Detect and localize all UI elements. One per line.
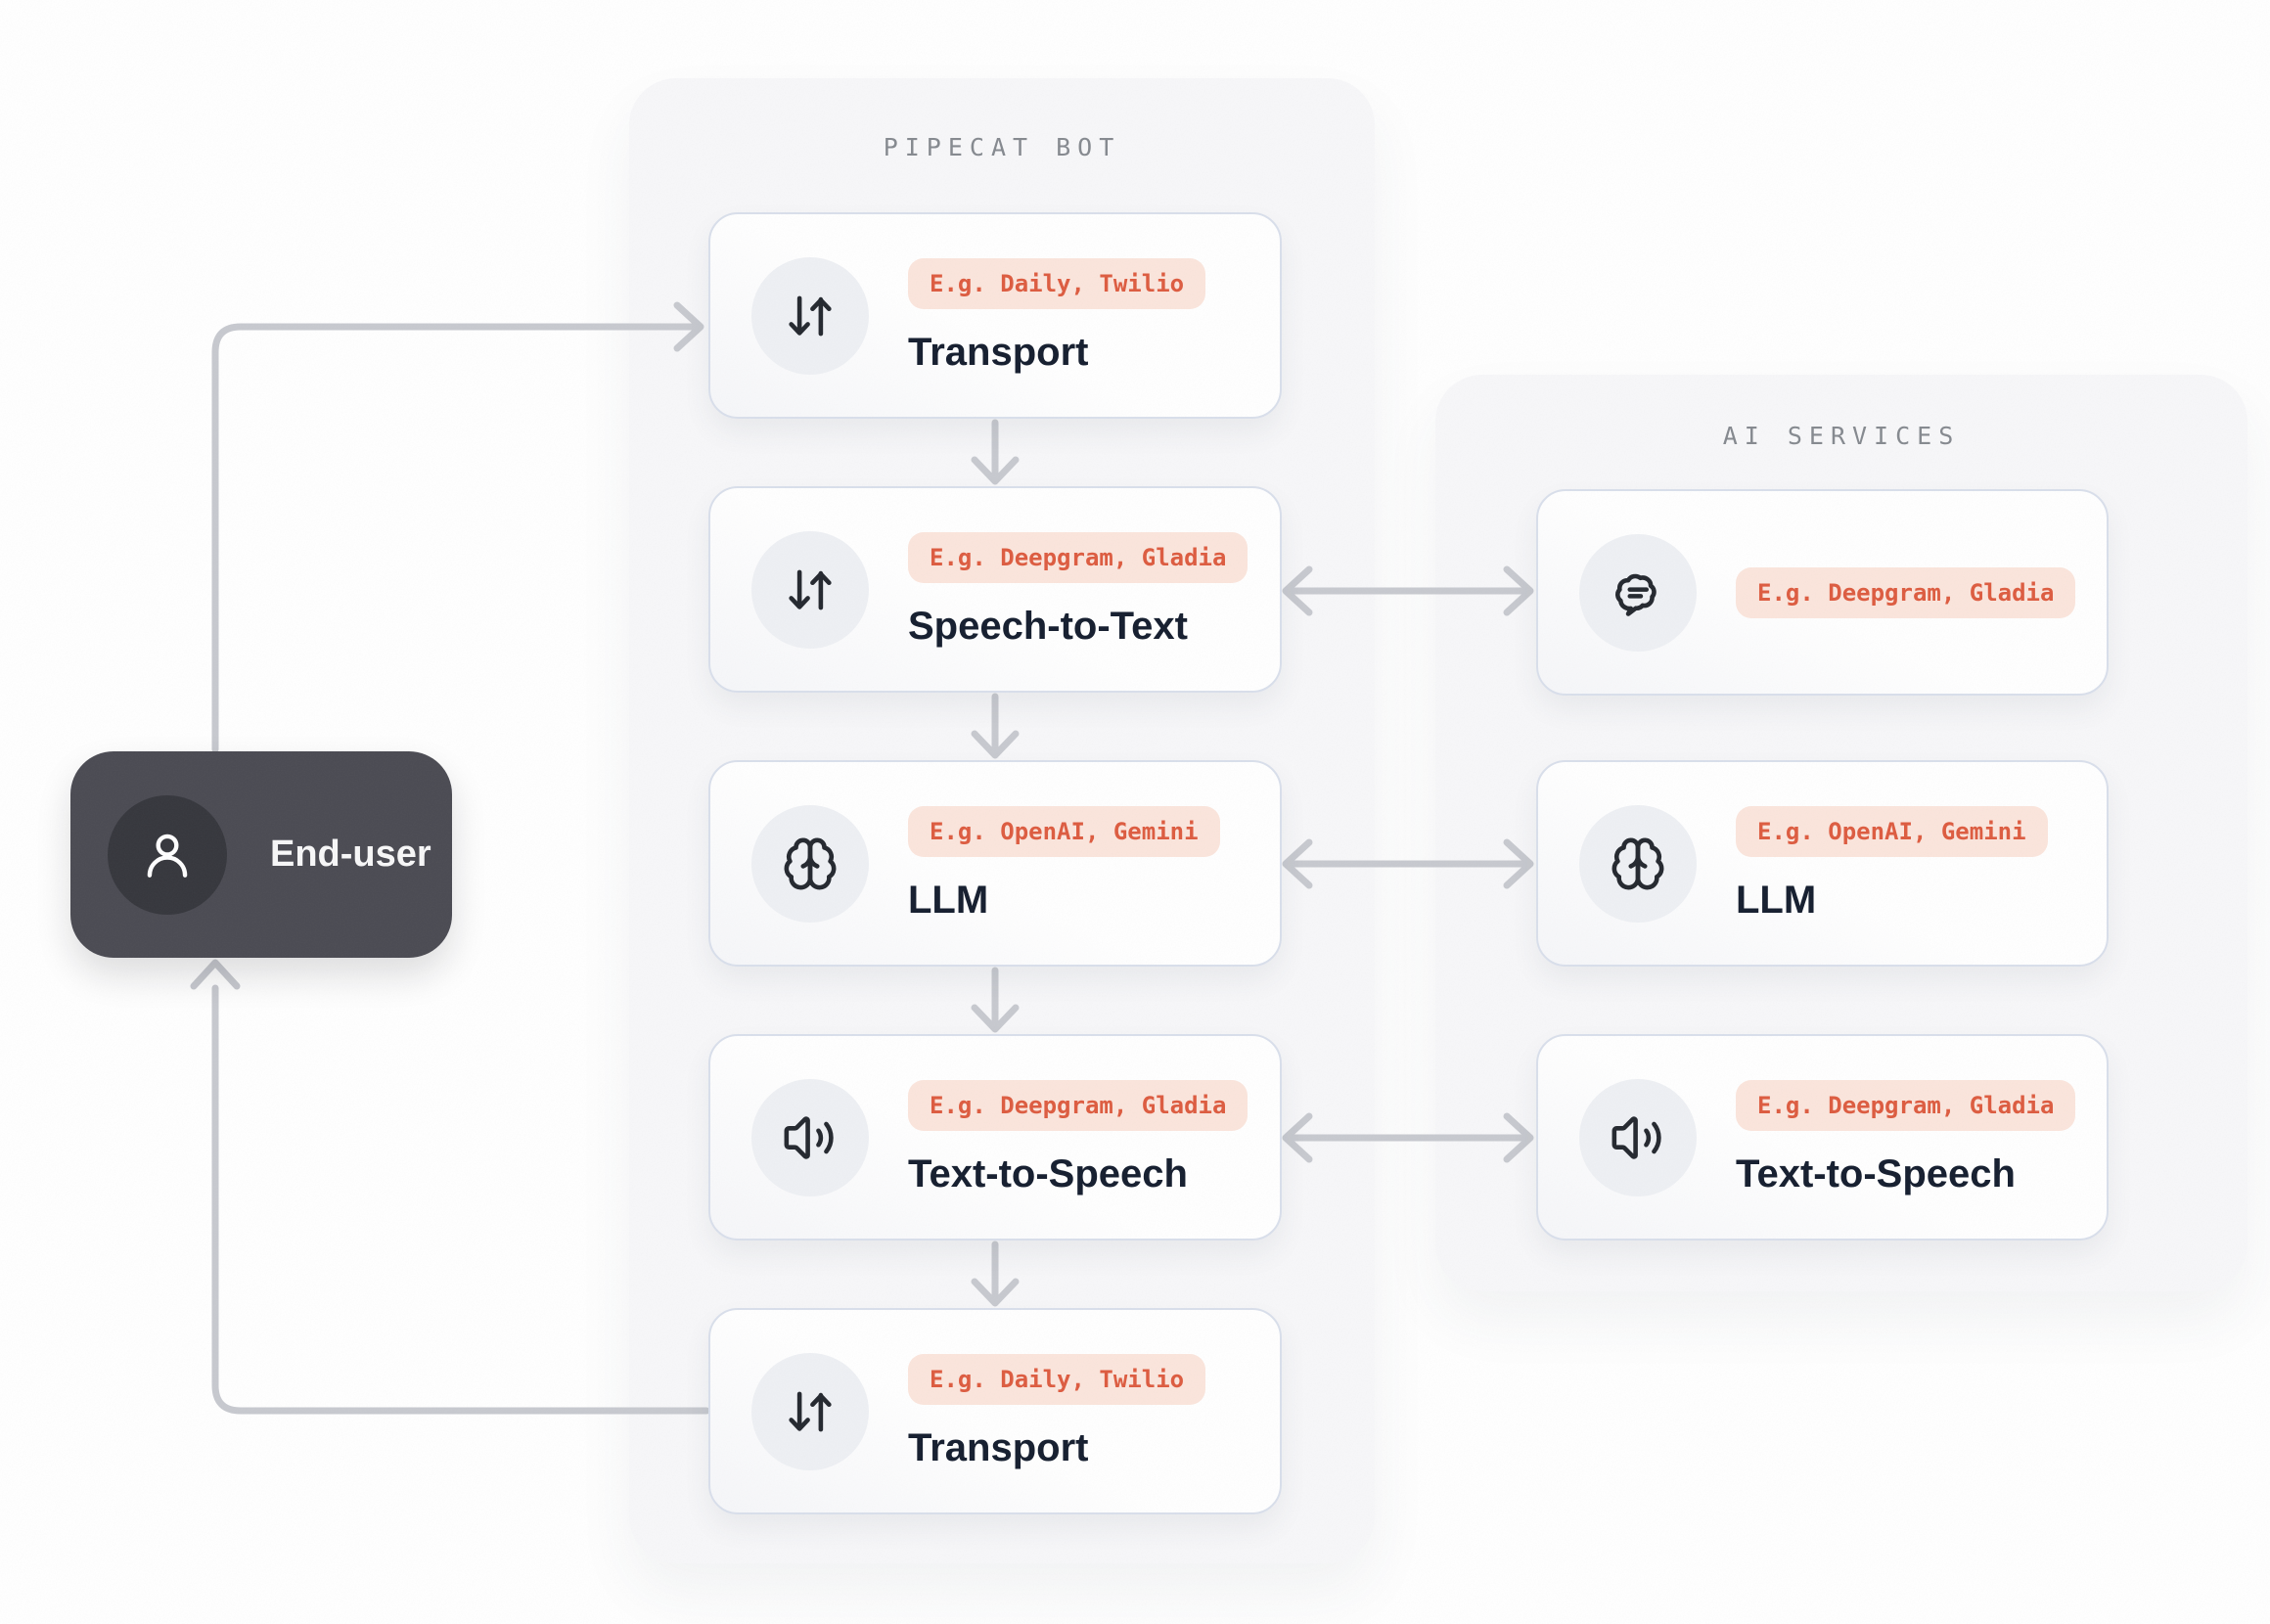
card-title: LLM	[908, 878, 989, 922]
card-title: LLM	[1736, 878, 1817, 922]
provider-badge: E.g. Deepgram, Gladia	[908, 531, 1248, 583]
transport-arrows-glyph	[789, 1391, 832, 1431]
transport-arrows-icon	[751, 1352, 869, 1470]
transport-arrows-icon	[751, 530, 869, 649]
card-title: Text-to-Speech	[1736, 1151, 2016, 1195]
card-title: Transport	[908, 330, 1089, 374]
end-user-label: End-user	[270, 834, 431, 875]
pipeline-arrow-tts-to-transport	[971, 1241, 1020, 1307]
transport-to-user-arrowhead	[190, 959, 241, 990]
pipeline-card-speech-to-text: E.g. Deepgram, Gladia Speech-to-Text	[708, 486, 1282, 693]
service-card-llm: E.g. OpenAI, Gemini LLM	[1536, 760, 2109, 967]
speaker-icon	[751, 1078, 869, 1196]
card-title: Transport	[908, 1425, 1089, 1469]
provider-badge: E.g. Deepgram, Gladia	[908, 1079, 1248, 1131]
user-icon-glyph	[147, 834, 188, 878]
tts-service-double-arrow	[1282, 1112, 1534, 1163]
pipeline-arrow-llm-to-tts	[971, 967, 1020, 1033]
provider-badge: E.g. Daily, Twilio	[908, 257, 1206, 309]
brain-icon	[1579, 804, 1697, 923]
speaker-glyph	[1612, 1115, 1661, 1159]
end-user-node: End-user	[70, 751, 452, 958]
brain-glyph	[784, 837, 837, 889]
provider-badge: E.g. Daily, Twilio	[908, 1353, 1206, 1405]
transport-arrows-icon	[751, 256, 869, 375]
provider-badge: E.g. OpenAI, Gemini	[1736, 805, 2048, 857]
card-title: Speech-to-Text	[908, 604, 1188, 648]
transport-arrows-glyph	[789, 569, 832, 609]
pipeline-card-llm: E.g. OpenAI, Gemini LLM	[708, 760, 1282, 967]
speech-bubble-icon	[1579, 533, 1697, 652]
pipeline-card-text-to-speech: E.g. Deepgram, Gladia Text-to-Speech	[708, 1034, 1282, 1241]
speaker-icon	[1579, 1078, 1697, 1196]
pipeline-arrow-transport-to-stt	[971, 419, 1020, 485]
user-icon	[108, 794, 227, 915]
pipeline-card-transport-out: E.g. Daily, Twilio Transport	[708, 1308, 1282, 1514]
transport-to-user-arrow	[190, 959, 710, 1415]
service-card-stt: E.g. Deepgram, Gladia	[1536, 489, 2109, 696]
brain-glyph	[1612, 837, 1664, 889]
provider-badge: E.g. Deepgram, Gladia	[1736, 566, 2076, 618]
provider-badge: E.g. OpenAI, Gemini	[908, 805, 1220, 857]
transport-arrows-glyph	[789, 295, 832, 336]
stt-service-double-arrow	[1282, 565, 1534, 616]
transport-to-user-line	[211, 984, 710, 1415]
user-to-transport-arrow	[211, 301, 704, 753]
llm-service-double-arrow	[1282, 838, 1534, 889]
pipeline-arrow-stt-to-llm	[971, 693, 1020, 759]
speaker-glyph	[784, 1115, 834, 1159]
speech-bubble-glyph	[1615, 573, 1657, 616]
provider-badge: E.g. Deepgram, Gladia	[1736, 1079, 2076, 1131]
user-to-transport-line	[211, 323, 701, 753]
brain-icon	[751, 804, 869, 923]
card-title: Text-to-Speech	[908, 1151, 1188, 1195]
service-card-tts: E.g. Deepgram, Gladia Text-to-Speech	[1536, 1034, 2109, 1241]
pipeline-card-transport-in: E.g. Daily, Twilio Transport	[708, 212, 1282, 419]
